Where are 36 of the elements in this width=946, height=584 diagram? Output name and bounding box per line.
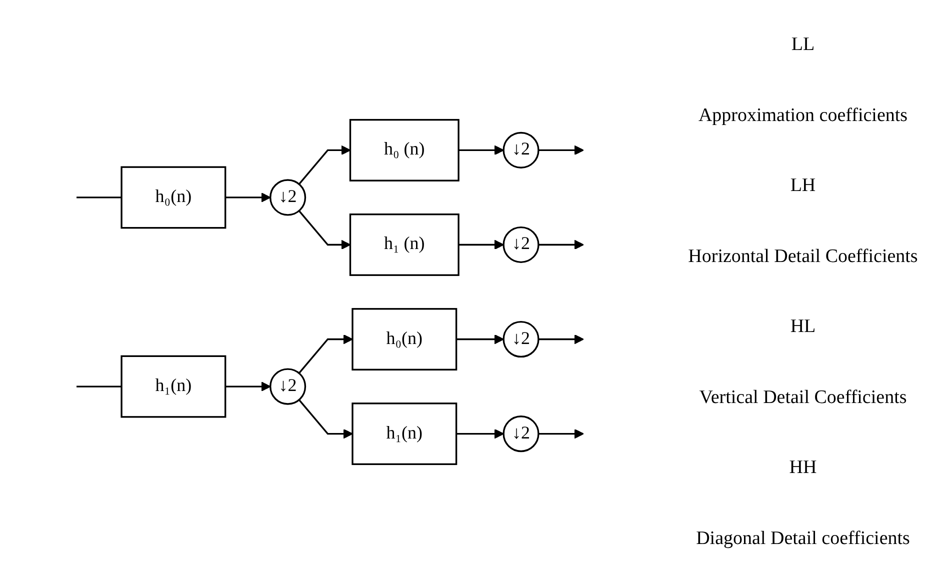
node-circle: ↓2 (502, 132, 540, 168)
label-text: LL (790, 34, 816, 56)
arrow (298, 210, 351, 250)
connector (76, 196, 122, 198)
label-text: Horizontal Detail Coefficients (687, 246, 919, 268)
node-box: h₀(n) (352, 308, 458, 370)
arrow (538, 334, 584, 344)
node-circle: ↓2 (270, 368, 306, 405)
node-box: h₀(n) (120, 166, 226, 229)
node-circle: ↓2 (502, 416, 540, 452)
arrow (225, 382, 271, 392)
arrow (458, 145, 504, 156)
arrow (456, 334, 504, 344)
arrow (538, 145, 584, 156)
node-box: h₁(n) (352, 402, 458, 466)
label-text: HH (788, 457, 818, 480)
label-text: HL (789, 316, 817, 338)
label-text: Vertical Detail Coefficients (698, 386, 908, 409)
connector (76, 386, 122, 388)
arrow (538, 428, 584, 439)
label-text: LH (789, 175, 817, 198)
arrow (225, 192, 271, 202)
node-box: h₁ (n) (349, 214, 460, 276)
arrow (298, 145, 351, 185)
arrow (298, 334, 353, 374)
arrow (298, 399, 353, 439)
node-box: h₀ (n) (349, 118, 460, 182)
node-box: h₁(n) (120, 355, 226, 418)
arrow (538, 240, 584, 250)
label-text: Approximation coefficients (697, 104, 909, 127)
node-circle: ↓2 (502, 226, 540, 264)
node-circle: ↓2 (270, 179, 306, 216)
label-text: Diagonal Detail coefficients (695, 528, 911, 550)
node-circle: ↓2 (502, 320, 540, 358)
arrow (458, 240, 504, 250)
arrow (456, 428, 504, 439)
